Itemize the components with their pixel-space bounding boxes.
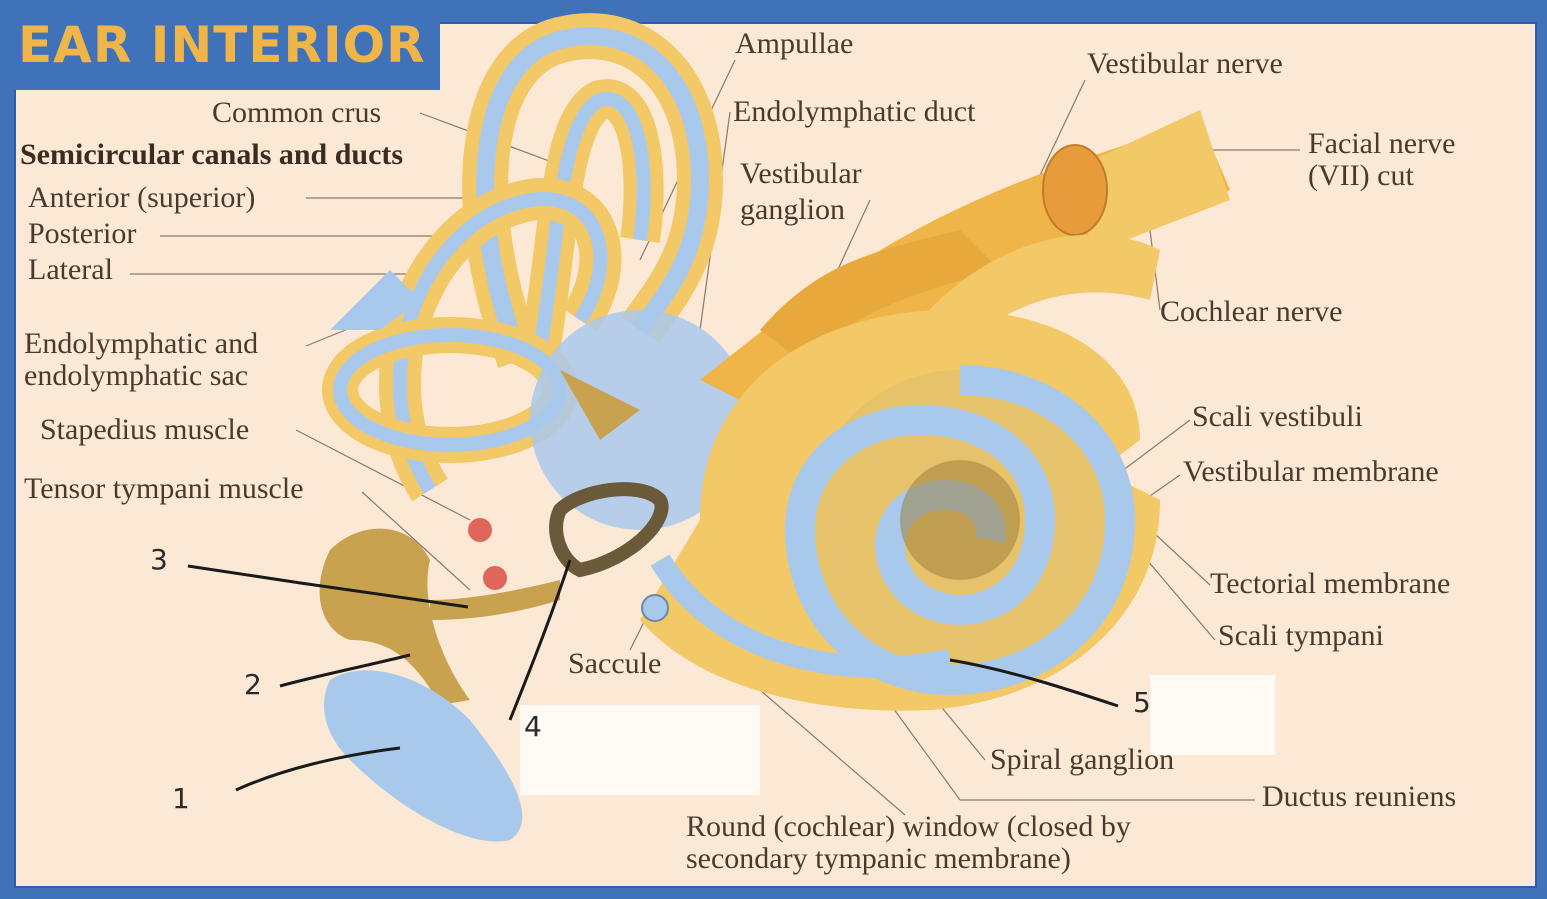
label-vestibular-ganglion-2: ganglion <box>740 194 845 226</box>
label-vestibular-nerve: Vestibular nerve <box>1087 48 1283 80</box>
label-posterior: Posterior <box>28 218 136 250</box>
marker-4: 4 <box>524 710 542 743</box>
label-facial-nerve-2: (VII) cut <box>1308 160 1414 192</box>
label-endolymphatic-1: Endolymphatic and <box>24 328 258 360</box>
label-stapedius: Stapedius muscle <box>40 414 249 446</box>
label-vestibular-membrane: Vestibular membrane <box>1183 456 1439 488</box>
label-vestibular-ganglion-1: Vestibular <box>740 158 862 190</box>
label-round-window-2: secondary tympanic membrane) <box>686 843 1071 875</box>
marker-5: 5 <box>1133 686 1151 719</box>
label-spiral-ganglion: Spiral ganglion <box>990 744 1174 776</box>
label-endolymphatic-duct: Endolymphatic duct <box>733 96 975 128</box>
label-anterior: Anterior (superior) <box>28 182 255 214</box>
label-saccule: Saccule <box>568 648 661 680</box>
label-scali-vestibuli: Scali vestibuli <box>1192 401 1363 433</box>
label-round-window-1: Round (cochlear) window (closed by <box>686 811 1131 843</box>
label-cochlear-nerve: Cochlear nerve <box>1160 296 1342 328</box>
marker-3: 3 <box>150 543 168 576</box>
label-semicircular-canals: Semicircular canals and ducts <box>20 139 403 171</box>
label-blank <box>520 705 760 795</box>
label-common-crus: Common crus <box>212 97 381 129</box>
label-tectorial-membrane: Tectorial membrane <box>1210 568 1450 600</box>
label-tensor-tympani: Tensor tympani muscle <box>24 473 304 505</box>
label-lateral: Lateral <box>28 254 113 286</box>
label-scali-tympani: Scali tympani <box>1218 620 1384 652</box>
marker-1: 1 <box>172 782 190 815</box>
label-endolymphatic-2: endolymphatic sac <box>24 360 248 392</box>
marker-2: 2 <box>244 668 262 701</box>
label-facial-nerve-1: Facial nerve <box>1308 128 1455 160</box>
label-ductus-reuniens: Ductus reuniens <box>1262 781 1456 813</box>
label-ampullae: Ampullae <box>735 28 853 60</box>
